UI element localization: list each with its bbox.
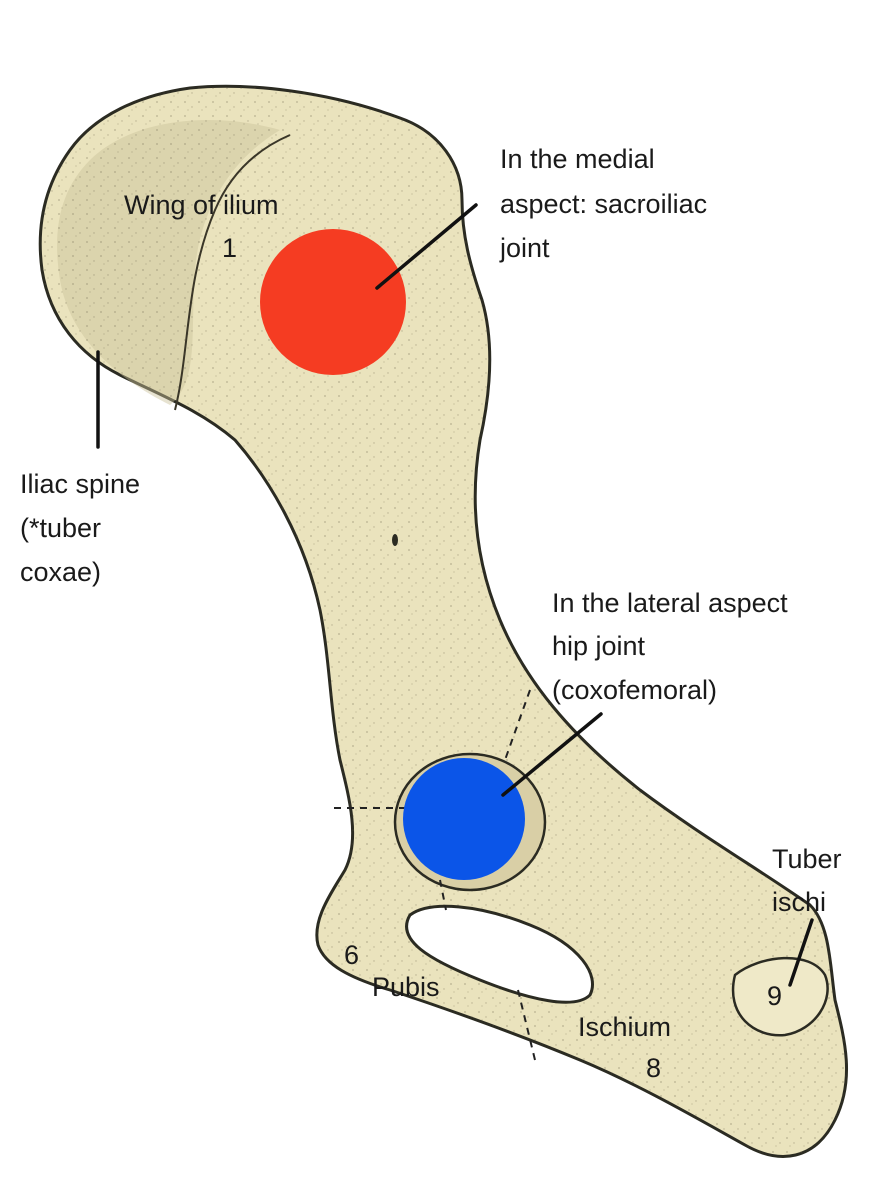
iliac-spine-label-line2: (*tuber (20, 513, 101, 543)
hip-joint-marker (403, 758, 525, 880)
tuber-ischi-label-line2: ischi (772, 887, 826, 917)
number-6-label: 6 (344, 940, 359, 970)
medial-aspect-label-line3: joint (499, 233, 550, 263)
medial-aspect-label-line2: aspect: sacroiliac (500, 189, 707, 219)
tuber-ischi-label-line1: Tuber (772, 844, 842, 874)
number-8-label: 8 (646, 1053, 661, 1083)
lateral-aspect-label-line1: In the lateral aspect (552, 588, 788, 618)
lateral-aspect-label-line3: (coxofemoral) (552, 675, 717, 705)
pelvic-bone (40, 86, 846, 1156)
wing-of-ilium-label: Wing of ilium (124, 190, 279, 220)
sacroiliac-joint-marker (260, 229, 406, 375)
number-1-label: 1 (222, 233, 237, 263)
pubis-label: Pubis (372, 972, 440, 1002)
iliac-spine-label-line1: Iliac spine (20, 469, 140, 499)
ischium-label: Ischium (578, 1012, 671, 1042)
lateral-aspect-label-line2: hip joint (552, 631, 646, 661)
number-9-label: 9 (767, 981, 782, 1011)
medial-aspect-label-line1: In the medial (500, 144, 655, 174)
iliac-spine-label-line3: coxae) (20, 557, 101, 587)
